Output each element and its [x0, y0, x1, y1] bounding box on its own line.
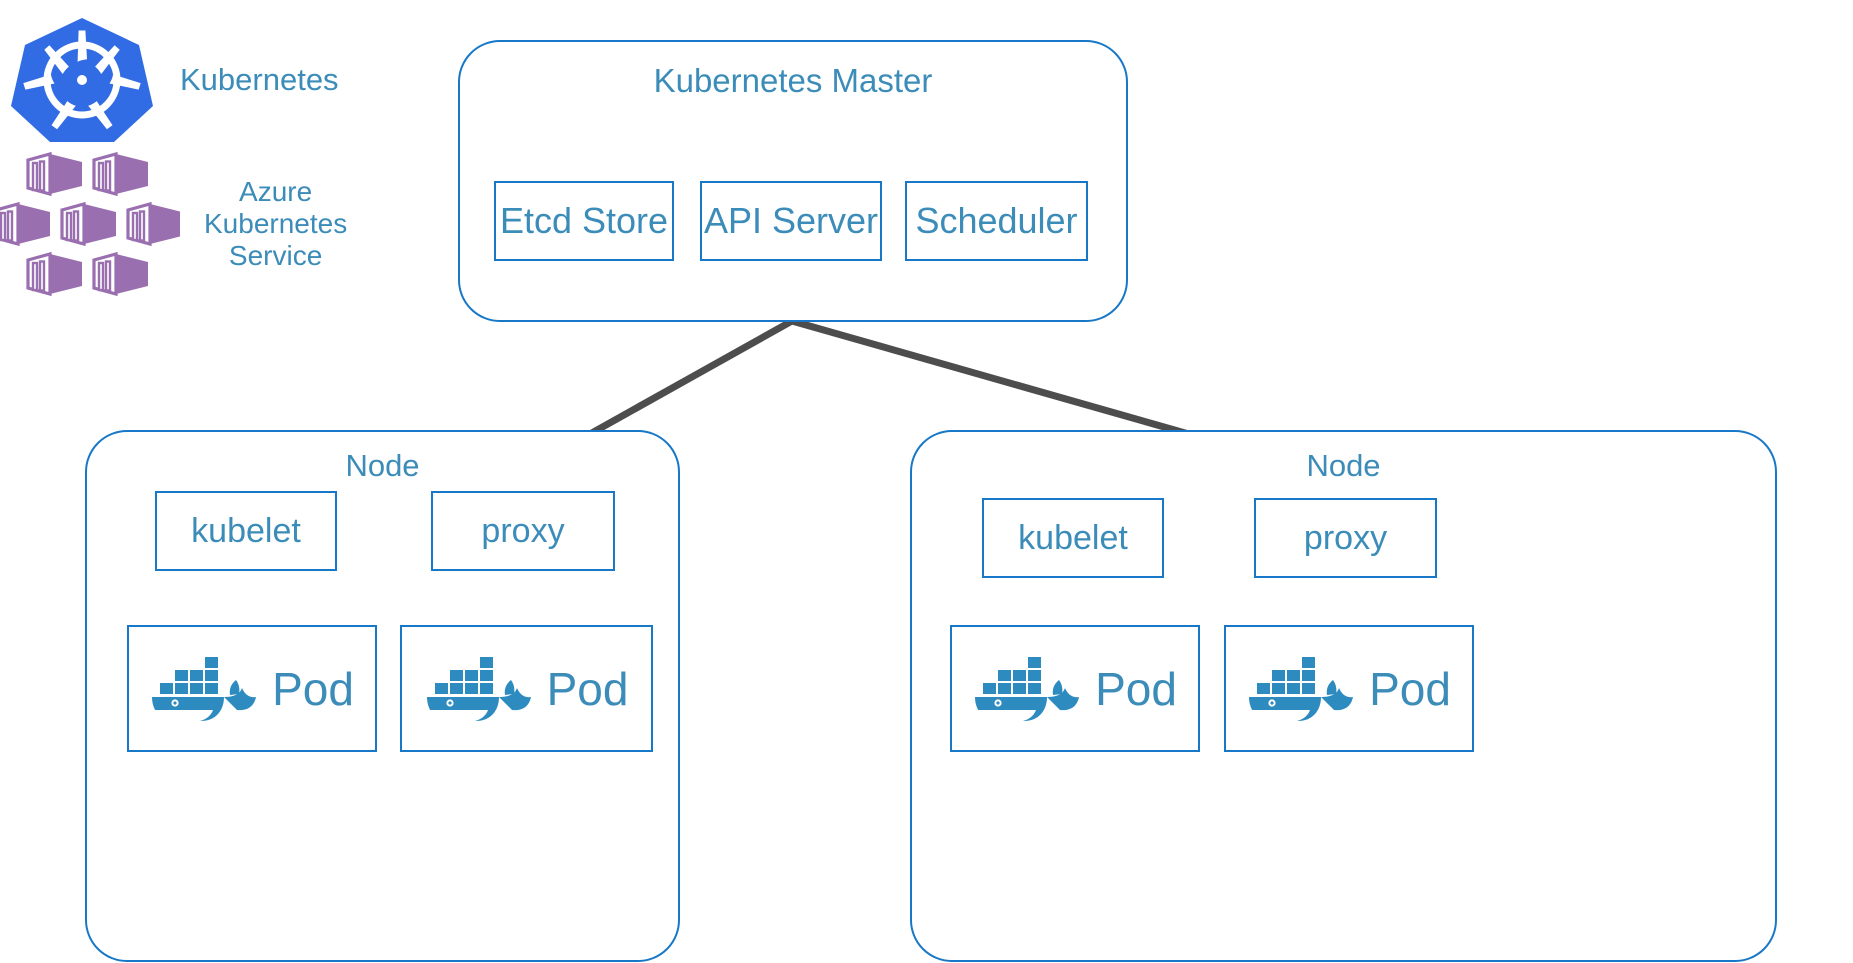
api-server-box[interactable]: API Server [700, 181, 882, 261]
legend-label-kubernetes: Kubernetes [180, 62, 339, 98]
node-left-pod-2-label: Pod [546, 662, 629, 715]
node-right-proxy-box[interactable]: proxy [1254, 498, 1437, 578]
docker-whale-icon [975, 656, 1080, 722]
node-right-pod-1-label: Pod [1095, 662, 1177, 715]
node-right-pod-2[interactable]: Pod [1224, 625, 1474, 752]
node-left-pod-1[interactable]: Pod [127, 625, 377, 752]
etcd-store-label: Etcd Store [499, 200, 669, 241]
docker-whale-icon [152, 656, 257, 722]
node-right-kubelet-box[interactable]: kubelet [982, 498, 1164, 578]
etcd-store-box[interactable]: Etcd Store [494, 181, 674, 261]
legend-item-kubernetes: Kubernetes [8, 16, 339, 144]
legend-label-aks: Azure Kubernetes Service [204, 176, 348, 271]
node-right-title: Node [1306, 448, 1381, 483]
legend-item-aks: Azure Kubernetes Service [0, 150, 347, 298]
node-left-title: Node [345, 448, 420, 483]
api-server-label: API Server [703, 200, 879, 241]
node-right-pod-1[interactable]: Pod [950, 625, 1200, 752]
scheduler-label: Scheduler [915, 200, 1078, 241]
docker-whale-icon [1249, 656, 1354, 722]
node-left-pod-2[interactable]: Pod [400, 625, 653, 752]
node-right-proxy-label: proxy [1303, 518, 1388, 557]
node-left-proxy-box[interactable]: proxy [431, 491, 615, 571]
azure-kubernetes-service-icon [0, 152, 180, 296]
scheduler-box[interactable]: Scheduler [905, 181, 1088, 261]
node-right-kubelet-label: kubelet [1018, 518, 1128, 557]
kubernetes-master-title: Kubernetes Master [653, 62, 933, 99]
node-left-pod-1-label: Pod [272, 662, 354, 715]
node-left-kubelet-label: kubelet [191, 511, 301, 550]
docker-whale-icon [426, 656, 531, 722]
node-left-kubelet-box[interactable]: kubelet [155, 491, 337, 571]
kubernetes-wheel-icon [11, 18, 153, 142]
node-left-proxy-label: proxy [481, 511, 565, 550]
node-right-pod-2-label: Pod [1369, 662, 1451, 715]
